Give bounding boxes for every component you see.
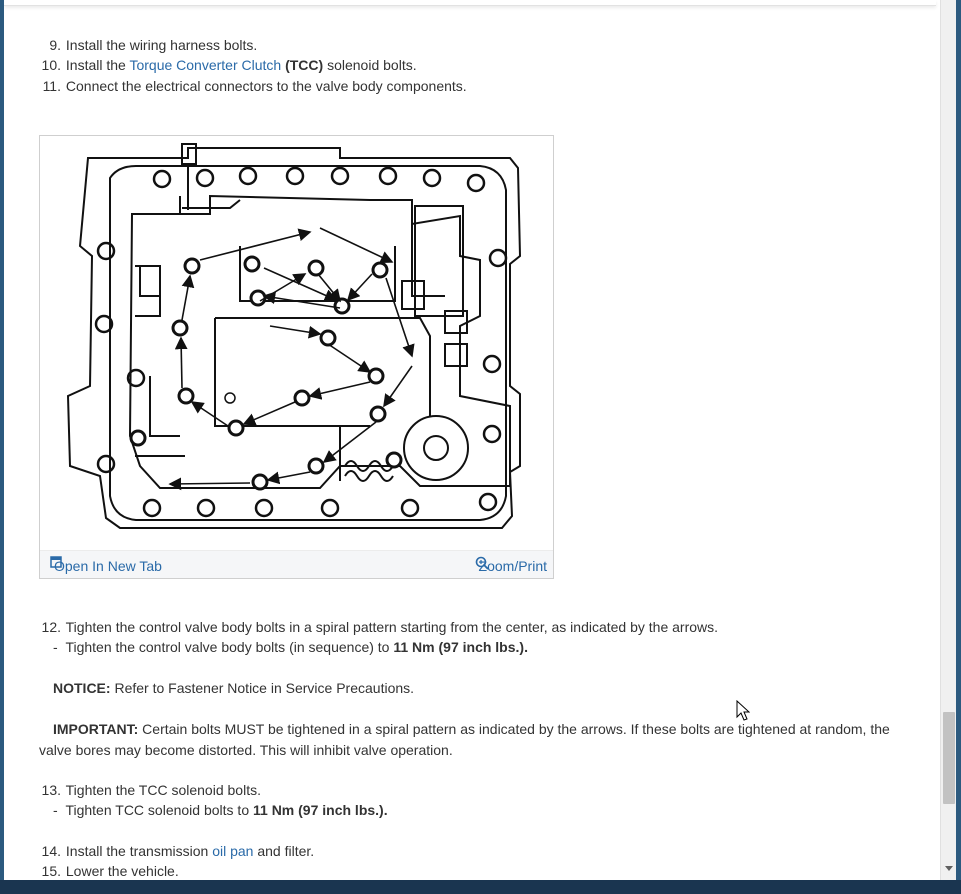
- sub-step-text: Tighten the control valve body bolts (in…: [65, 639, 394, 655]
- step-item: 13. Tighten the TCC solenoid bolts.: [39, 780, 261, 801]
- step-text: Connect the electrical connectors to the…: [65, 78, 467, 94]
- important-label: IMPORTANT:: [53, 721, 139, 737]
- step-text-pre: Install the transmission: [65, 843, 213, 859]
- step-text-post: solenoid bolts.: [323, 57, 417, 73]
- valve-body-diagram: [66, 143, 522, 529]
- step-number: 15.: [41, 863, 61, 879]
- scroll-down-arrow-icon[interactable]: [945, 866, 953, 871]
- notice: NOTICE: Refer to Fastener Notice in Serv…: [53, 678, 414, 699]
- step-text: Tighten the control valve body bolts in …: [65, 619, 719, 635]
- zoom-print-label: Zoom/Print: [478, 558, 547, 574]
- step-text: Lower the vehicle.: [65, 863, 179, 879]
- step-text: Install the wiring harness bolts.: [65, 37, 258, 53]
- bullet-dash: -: [53, 802, 66, 818]
- step-text-post: and filter.: [253, 843, 315, 859]
- browser-window: 9. Install the wiring harness bolts. 10.…: [4, 0, 956, 880]
- zoom-print-button[interactable]: Zoom/Print: [475, 556, 547, 577]
- step-number: 14.: [41, 843, 61, 859]
- open-in-new-tab-button[interactable]: Open In New Tab: [50, 556, 162, 577]
- step-number: 11.: [42, 78, 61, 94]
- mouse-cursor-icon: [736, 700, 750, 721]
- oil-pan-link[interactable]: oil pan: [212, 843, 254, 859]
- sub-step-text: Tighten TCC solenoid bolts to: [65, 802, 253, 818]
- step-item: 11. Connect the electrical connectors to…: [39, 76, 467, 97]
- window-bottom-edge: [0, 880, 961, 894]
- open-in-new-tab-label: Open In New Tab: [54, 558, 162, 574]
- sub-step: - Tighten the control valve body bolts (…: [53, 637, 528, 658]
- step-text-pre: Install the: [65, 57, 130, 73]
- sub-step: - Tighten TCC solenoid bolts to 11 Nm (9…: [53, 800, 388, 821]
- important-note: IMPORTANT: Certain bolts MUST be tighten…: [53, 719, 890, 740]
- step-item: 9. Install the wiring harness bolts.: [39, 35, 257, 56]
- figure-toolbar: Open In New Tab Zoom/Print: [40, 550, 553, 578]
- important-note-cont: valve bores may become distorted. This w…: [39, 740, 453, 761]
- step-item: 10. Install the Torque Converter Clutch …: [39, 55, 417, 76]
- step-number: 10.: [41, 57, 61, 73]
- notice-text: Refer to Fastener Notice in Service Prec…: [110, 680, 415, 696]
- tcc-link[interactable]: Torque Converter Clutch: [129, 57, 282, 73]
- notice-label: NOTICE:: [53, 680, 111, 696]
- step-item: 14. Install the transmission oil pan and…: [39, 841, 315, 862]
- top-bar: [4, 0, 936, 6]
- torque-value: 11 Nm (97 inch lbs.).: [253, 802, 388, 818]
- torque-value: 11 Nm (97 inch lbs.).: [393, 639, 528, 655]
- important-text-line1: Certain bolts MUST be tightened in a spi…: [138, 721, 890, 737]
- valve-body-figure: Open In New Tab Zoom/Print: [39, 135, 554, 579]
- step-item: 12. Tighten the control valve body bolts…: [39, 617, 719, 638]
- vertical-scrollbar[interactable]: [940, 0, 956, 880]
- step-number: 12.: [41, 619, 61, 635]
- step-item: 15. Lower the vehicle.: [39, 861, 179, 880]
- step-number: 13.: [41, 782, 61, 798]
- bullet-dash: -: [53, 639, 66, 655]
- important-text-line2: valve bores may become distorted. This w…: [39, 742, 453, 758]
- scrollbar-thumb[interactable]: [943, 712, 955, 804]
- step-number: 9.: [49, 37, 61, 53]
- step-text: Tighten the TCC solenoid bolts.: [65, 782, 261, 798]
- tcc-abbrev: (TCC): [285, 57, 324, 73]
